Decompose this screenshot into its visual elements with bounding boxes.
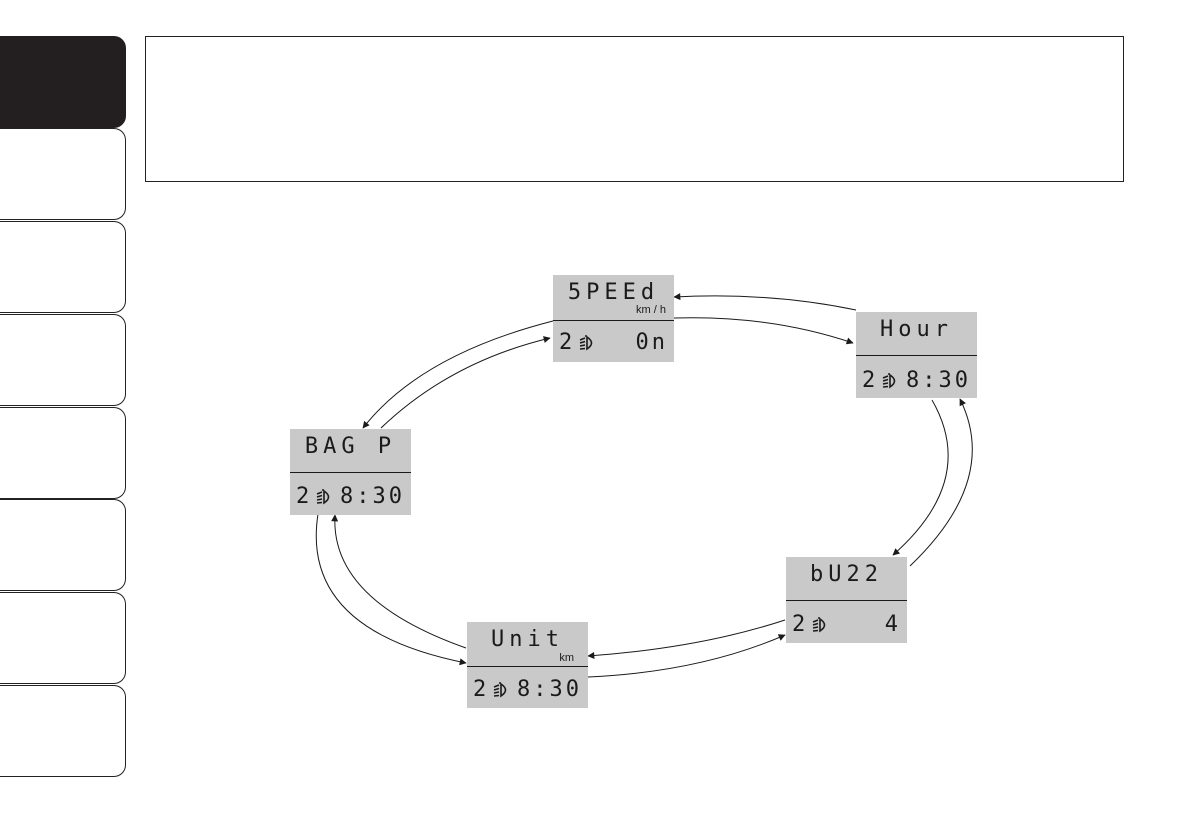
- arrow-buzz-to-hour: [909, 398, 973, 567]
- lcd-bottom-row: 2 0n: [559, 330, 668, 355]
- header-frame: [145, 36, 1124, 182]
- headlight-beam-icon: [493, 681, 507, 697]
- side-tab-1[interactable]: [0, 36, 126, 128]
- arrow-speed-to-bag: [362, 320, 554, 429]
- lcd-value: 8:30: [340, 484, 405, 509]
- lcd-level: 2: [296, 484, 311, 509]
- lcd-level: 2: [559, 330, 574, 355]
- lcd-divider: [786, 600, 907, 602]
- lcd-unit-label: km / h: [636, 304, 666, 316]
- lcd-top-text: BAG P: [304, 434, 397, 459]
- lcd-top-text: 5PEEd: [567, 280, 660, 305]
- side-tab-2[interactable]: [0, 128, 126, 220]
- lcd-top-text: Unit: [491, 627, 564, 652]
- side-tab-6[interactable]: [0, 499, 126, 591]
- headlight-beam-icon: [579, 334, 593, 350]
- lcd-level: 2: [473, 677, 488, 702]
- lcd-value: 0n: [635, 330, 668, 355]
- arrow-unit-to-buzz: [587, 634, 786, 678]
- lcd-divider: [856, 355, 977, 357]
- arrow-hour-to-speed: [673, 293, 857, 311]
- lcd-value: 8:30: [906, 368, 971, 393]
- lcd-bottom-row: 2 4: [792, 612, 901, 637]
- lcd-bottom-row: 2 8:30: [296, 484, 405, 509]
- side-tab-3[interactable]: [0, 221, 126, 313]
- lcd-top-text: Hour: [880, 317, 953, 342]
- lcd-top-text: bU22: [810, 562, 883, 587]
- arrow-buzz-to-unit: [587, 619, 786, 660]
- lcd-value: 8:30: [517, 677, 582, 702]
- lcd-divider: [290, 472, 411, 474]
- side-tab-7[interactable]: [0, 592, 126, 684]
- arrow-unit-to-bag: [331, 514, 467, 649]
- arrow-hour-to-buzz: [892, 399, 949, 556]
- lcd-bag-display: BAG P 2 8:30: [290, 429, 411, 515]
- headlight-beam-icon: [812, 616, 826, 632]
- lcd-bottom-row: 2 8:30: [862, 368, 971, 393]
- lcd-value: 4: [884, 612, 901, 637]
- lcd-divider: [467, 666, 588, 668]
- lcd-unit-label: km: [559, 652, 574, 664]
- lcd-bottom-row: 2 8:30: [473, 677, 582, 702]
- lcd-hour-display: Hour 2 8:30: [856, 312, 977, 398]
- lcd-level: 2: [862, 368, 877, 393]
- arrow-speed-to-hour: [673, 317, 854, 345]
- headlight-beam-icon: [316, 488, 330, 504]
- arrow-bag-to-unit: [315, 513, 467, 666]
- side-tab-4[interactable]: [0, 314, 126, 406]
- lcd-unit-display: Unit km 2 8:30: [467, 622, 588, 708]
- lcd-level: 2: [792, 612, 807, 637]
- lcd-speed-display: 5PEEd km / h 2 0n: [553, 275, 674, 362]
- side-tab-5[interactable]: [0, 407, 126, 499]
- side-tab-8[interactable]: [0, 685, 126, 777]
- arrow-bag-to-speed: [380, 336, 551, 429]
- lcd-divider: [553, 320, 674, 322]
- lcd-buzz-display: bU22 2 4: [786, 557, 907, 643]
- headlight-beam-icon: [882, 372, 896, 388]
